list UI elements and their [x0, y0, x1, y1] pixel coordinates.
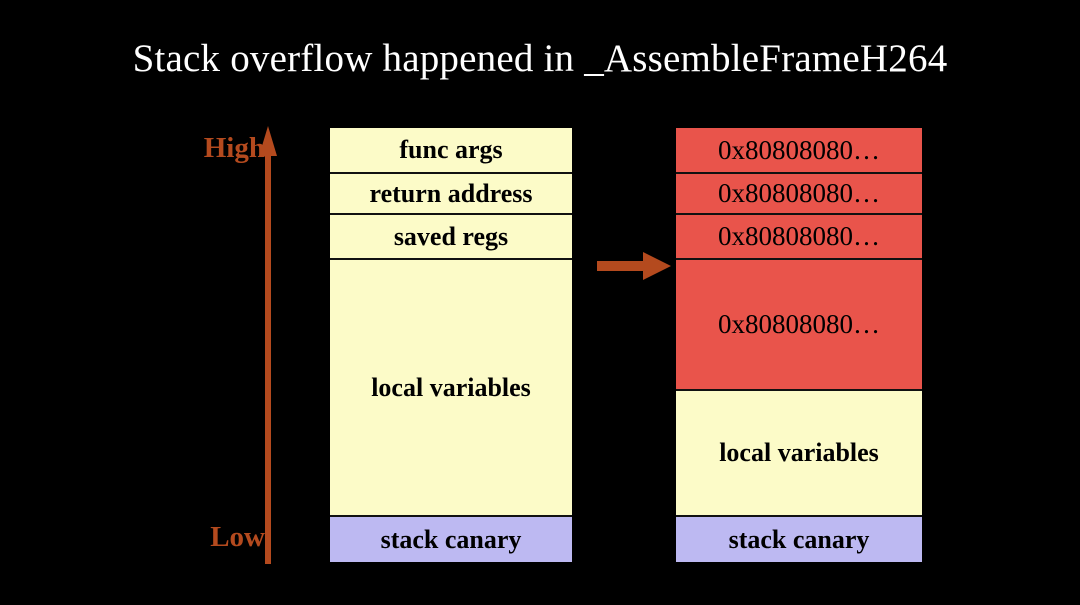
stack-cell: local variables — [330, 259, 572, 517]
stack-cell: 0x80808080… — [676, 259, 922, 391]
up-arrow-icon — [259, 126, 277, 564]
stack-cell: saved regs — [330, 215, 572, 260]
overflowed-stack-diagram: 0x80808080…0x80808080…0x80808080…0x80808… — [674, 126, 924, 564]
stack-cell: stack canary — [676, 516, 922, 562]
right-arrow-icon — [597, 252, 671, 280]
stack-cell: func args — [330, 128, 572, 174]
axis-label-high: High — [203, 132, 265, 164]
stack-cell: 0x80808080… — [676, 215, 922, 260]
stack-cell: return address — [330, 173, 572, 216]
stack-cell: 0x80808080… — [676, 128, 922, 174]
stack-cell: 0x80808080… — [676, 173, 922, 216]
page-title: Stack overflow happened in _AssembleFram… — [132, 37, 948, 80]
stack-cell: local variables — [676, 390, 922, 517]
stack-cell: stack canary — [330, 516, 572, 562]
axis-label-low: Low — [210, 521, 265, 553]
